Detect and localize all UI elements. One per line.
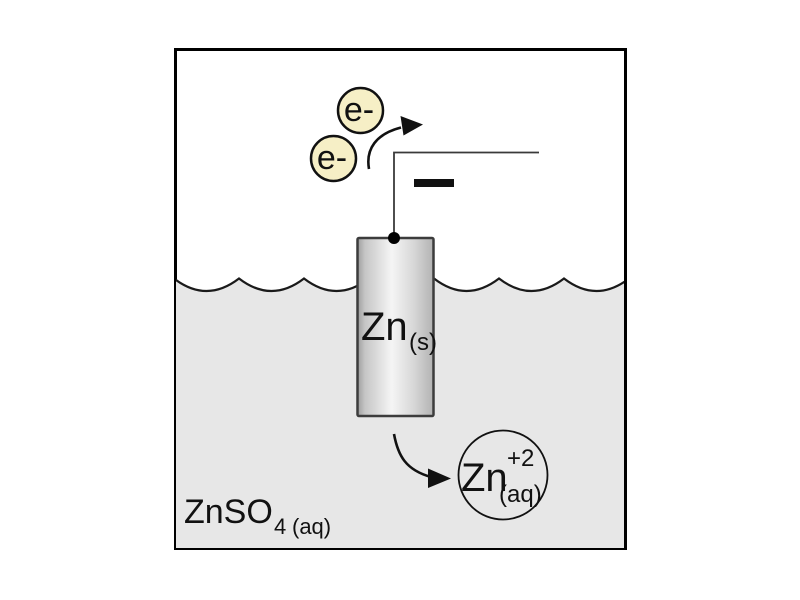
solution-state: (aq): [292, 514, 331, 539]
electron-label: e-: [344, 91, 374, 129]
solution-formula-subscript: 4: [274, 514, 286, 539]
wire: [393, 151, 539, 238]
solution-label: ZnSO 4 (aq): [184, 493, 331, 539]
zinc-ion-symbol: Zn: [461, 456, 508, 500]
electrode-connection-dot: [388, 232, 400, 244]
electron-label: e-: [317, 139, 347, 177]
solution-formula: ZnSO: [184, 493, 273, 531]
zinc-ion-circle: [457, 429, 549, 521]
negative-terminal-sign-icon: [414, 179, 454, 187]
electron-2: e-: [309, 134, 358, 183]
electron-circle: [309, 134, 358, 183]
electron-circle: [336, 86, 385, 135]
electron-flow-arrow-icon: [367, 116, 423, 170]
electrode-label-symbol: Zn: [361, 305, 408, 349]
dissolution-arrow-icon: [392, 433, 451, 488]
electron-1: e-: [336, 86, 385, 135]
electrode-label-state: (s): [409, 329, 437, 356]
zinc-ion-state: (aq): [499, 481, 542, 508]
zinc-ion-charge: +2: [507, 445, 534, 472]
